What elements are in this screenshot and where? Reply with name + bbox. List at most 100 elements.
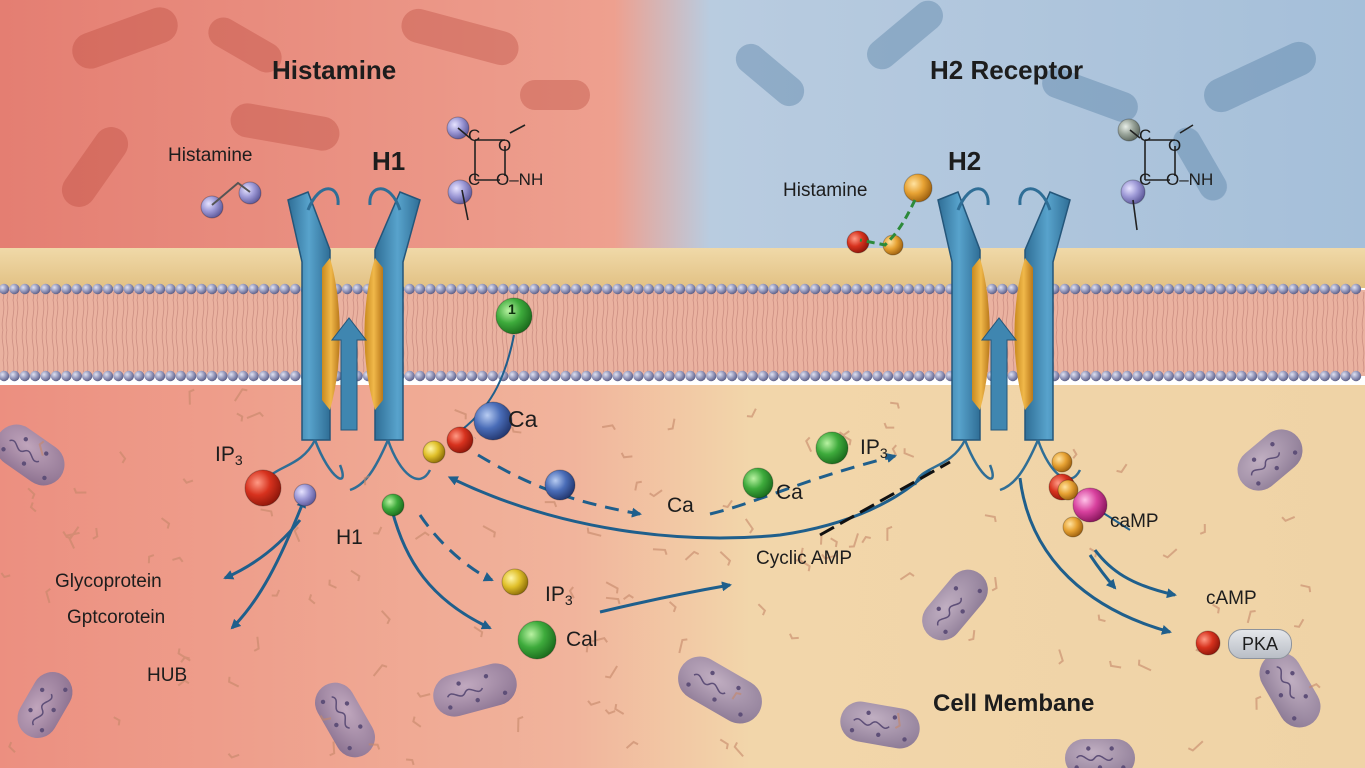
ip3-label-left: IP3 bbox=[215, 443, 243, 468]
lipid-head bbox=[550, 283, 561, 295]
debris-fragment bbox=[177, 648, 191, 662]
mitochondrion bbox=[840, 701, 920, 749]
lipid-head bbox=[425, 370, 436, 382]
lipid-head bbox=[758, 370, 769, 382]
lipid-head bbox=[186, 370, 197, 382]
lipid-head bbox=[1090, 370, 1102, 382]
lipid-head bbox=[1205, 370, 1216, 382]
debris-fragment bbox=[719, 738, 729, 750]
lipid-tails bbox=[0, 292, 1365, 372]
lipid-head bbox=[352, 283, 363, 295]
debris-fragment bbox=[1162, 548, 1178, 559]
mitochondrion bbox=[433, 663, 517, 717]
lipid-head bbox=[1101, 283, 1112, 295]
molecule-balls bbox=[200, 116, 1221, 660]
debris-fragment bbox=[668, 601, 677, 613]
lipid-head bbox=[810, 283, 821, 295]
lipid-head bbox=[404, 283, 415, 295]
lipid-head bbox=[1101, 370, 1112, 382]
arrow-ball-to-cal bbox=[390, 509, 492, 630]
lipid-head bbox=[1236, 283, 1247, 295]
debris-fragment bbox=[991, 577, 998, 592]
lipid-head bbox=[591, 283, 602, 295]
lipid-head bbox=[934, 283, 946, 295]
lipid-head bbox=[1330, 370, 1341, 382]
lipid-head bbox=[882, 370, 894, 382]
lipid-head bbox=[279, 370, 290, 382]
arrow-cal-to-cyclic bbox=[599, 581, 732, 614]
lipid-head bbox=[622, 370, 634, 382]
lipid-head bbox=[61, 370, 72, 382]
lipid-head bbox=[820, 370, 831, 382]
lipid-head bbox=[633, 370, 644, 382]
lipid-head bbox=[1246, 283, 1258, 295]
arrow-to-ip3-right bbox=[709, 453, 897, 516]
lipid-head bbox=[622, 283, 634, 295]
lipid-head bbox=[19, 370, 30, 382]
ligand-ball bbox=[903, 173, 933, 203]
lipid-head bbox=[726, 283, 738, 295]
debris-fragment bbox=[416, 691, 431, 698]
debris-fragment bbox=[733, 742, 744, 758]
lipid-head bbox=[986, 283, 998, 295]
lipid-head bbox=[1350, 283, 1362, 295]
lipid-head bbox=[508, 370, 519, 382]
mitochondrion bbox=[1065, 739, 1135, 768]
arrow-h2-to-camp bbox=[1093, 549, 1177, 599]
ip3-ball bbox=[244, 469, 282, 507]
lipid-head bbox=[851, 283, 862, 295]
lipid-head bbox=[581, 283, 592, 295]
lipid-head bbox=[570, 370, 582, 382]
debris-fragment bbox=[586, 527, 602, 537]
receptor-label-h1: H1 bbox=[372, 146, 406, 176]
lipid-head bbox=[165, 283, 176, 295]
lipid-head bbox=[1059, 370, 1071, 382]
lipid-head bbox=[1153, 283, 1164, 295]
ca-label-right: Ca bbox=[776, 481, 803, 504]
lipid-head bbox=[1278, 283, 1289, 295]
debris-fragment bbox=[861, 535, 871, 544]
lipid-head bbox=[560, 283, 571, 295]
lipid-head bbox=[196, 283, 207, 295]
debris-fragment bbox=[886, 525, 893, 541]
lipid-head bbox=[695, 283, 706, 295]
debris-fragment bbox=[482, 525, 496, 538]
cal-ball bbox=[517, 620, 557, 660]
ball-connector bbox=[454, 334, 515, 436]
lipid-head bbox=[789, 283, 800, 295]
lipid-head bbox=[830, 283, 842, 295]
lipid-head bbox=[1174, 283, 1185, 295]
lipid-head bbox=[1174, 370, 1185, 382]
ca-ball bbox=[742, 467, 774, 499]
lipid-head bbox=[269, 370, 280, 382]
debris-fragment bbox=[634, 480, 642, 491]
debris-fragment bbox=[1137, 659, 1152, 672]
lipid-head bbox=[456, 370, 467, 382]
debris-fragment bbox=[119, 451, 127, 464]
lipid-head bbox=[1111, 283, 1123, 295]
lipid-head bbox=[1163, 370, 1175, 382]
lipid-head bbox=[498, 283, 509, 295]
lipid-head bbox=[654, 283, 665, 295]
debris-fragment bbox=[1300, 584, 1312, 593]
lipid-head bbox=[633, 283, 644, 295]
lipid-head bbox=[446, 283, 457, 295]
debris-fragment bbox=[328, 579, 337, 589]
lipid-head bbox=[342, 283, 353, 295]
lipid-head bbox=[1340, 370, 1351, 382]
debris-fragment bbox=[544, 501, 558, 508]
debris-fragment bbox=[1097, 614, 1106, 623]
lipid-head bbox=[206, 283, 218, 295]
lipid-head bbox=[1215, 283, 1227, 295]
lipid-head bbox=[1070, 370, 1081, 382]
lipid-head bbox=[102, 370, 114, 382]
chem-atom-o-top-left: O bbox=[498, 136, 512, 155]
debris-fragment bbox=[1293, 618, 1305, 628]
lipid-head bbox=[1330, 283, 1341, 295]
debris-fragment bbox=[620, 452, 633, 459]
lipid-head bbox=[1257, 283, 1268, 295]
lipid-head bbox=[560, 370, 571, 382]
mitochondrion bbox=[678, 656, 762, 724]
debris-fragment bbox=[1116, 463, 1128, 474]
